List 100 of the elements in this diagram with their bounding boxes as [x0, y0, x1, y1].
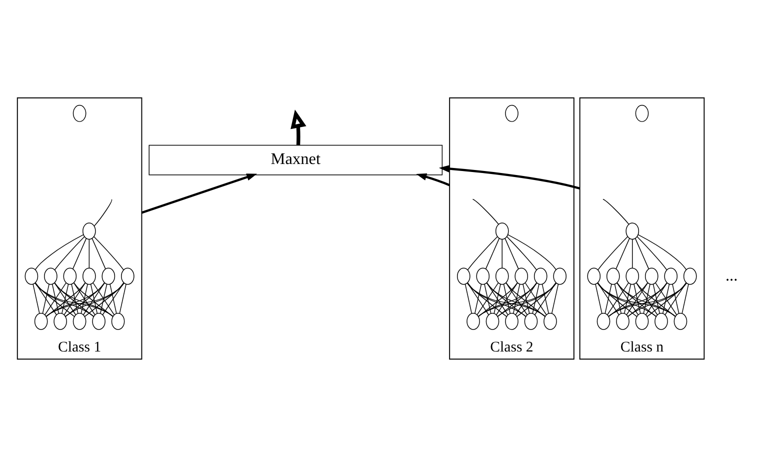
node-circle — [72, 312, 86, 330]
connector — [595, 284, 602, 314]
connector — [551, 284, 559, 314]
connector — [88, 238, 90, 268]
node-circle — [616, 312, 630, 330]
connector — [102, 282, 124, 315]
node-circle — [54, 312, 67, 330]
cluster: Class 1 — [16, 97, 142, 360]
arrow — [416, 173, 450, 186]
connector — [46, 282, 105, 317]
node-circle — [495, 268, 509, 285]
connector — [662, 284, 670, 314]
cluster: Class n — [579, 97, 705, 360]
node-circle — [24, 268, 38, 285]
node-circle — [587, 268, 601, 285]
connector — [486, 282, 546, 317]
node-circle — [34, 312, 48, 330]
node-circle — [654, 312, 668, 330]
connector — [46, 282, 86, 317]
connector — [608, 282, 648, 317]
connector — [636, 282, 658, 315]
connector — [532, 284, 540, 314]
connector — [34, 282, 94, 317]
connector — [602, 198, 630, 225]
connector — [664, 282, 686, 315]
connector — [32, 284, 40, 314]
connector — [525, 282, 547, 315]
node-circle — [606, 268, 620, 285]
connector — [484, 284, 492, 314]
connector — [614, 284, 622, 314]
connector — [485, 238, 500, 270]
connector — [119, 284, 126, 314]
cluster: Class 2 — [449, 97, 574, 360]
connector — [503, 284, 510, 314]
connector — [110, 284, 117, 314]
connector — [504, 238, 519, 270]
connector — [513, 284, 520, 314]
connector — [646, 282, 668, 315]
connector — [655, 282, 677, 315]
connector — [42, 284, 50, 314]
node-circle — [102, 268, 116, 285]
connector — [83, 282, 105, 315]
connector — [54, 282, 76, 315]
connector — [92, 238, 106, 270]
connector — [597, 282, 656, 317]
connector — [65, 282, 105, 317]
connector — [52, 284, 60, 314]
connector — [478, 282, 557, 317]
connector — [44, 282, 66, 315]
connector — [478, 282, 538, 317]
connector — [54, 236, 85, 270]
connector — [466, 282, 546, 317]
connector — [506, 282, 546, 317]
connector — [474, 284, 482, 314]
node-circle — [495, 222, 509, 240]
arrow — [438, 165, 580, 190]
arrow — [290, 110, 306, 146]
node-circle — [553, 268, 567, 285]
connector — [100, 284, 108, 314]
connector — [35, 234, 84, 270]
node-circle — [82, 222, 96, 240]
connector — [71, 284, 78, 314]
connector — [628, 282, 687, 317]
connector — [598, 282, 638, 317]
connector — [508, 234, 556, 270]
node-circle — [534, 268, 548, 285]
connector — [616, 282, 656, 317]
connector — [643, 284, 650, 314]
connector — [497, 282, 537, 317]
node-circle — [544, 312, 557, 330]
connector — [65, 282, 124, 317]
connector — [542, 284, 549, 314]
node-box: Maxnet — [148, 144, 443, 176]
connector — [628, 282, 668, 317]
node-circle — [92, 312, 106, 330]
connector — [54, 282, 114, 317]
connector — [682, 284, 689, 314]
arrow — [141, 174, 258, 214]
connector — [604, 284, 612, 314]
connector — [624, 284, 632, 314]
node-circle — [635, 104, 649, 122]
connector — [74, 282, 114, 317]
node-circle — [674, 312, 688, 330]
connector — [467, 282, 489, 315]
node-circle — [72, 104, 86, 122]
node-circle — [505, 104, 518, 122]
connector — [74, 282, 96, 315]
connector — [467, 236, 498, 270]
connector — [672, 284, 680, 314]
connector — [467, 282, 507, 317]
connector — [34, 282, 114, 317]
connector — [608, 282, 687, 317]
connector — [638, 234, 687, 270]
connector — [616, 282, 676, 317]
connector — [84, 282, 124, 317]
connector — [632, 238, 633, 268]
connector — [646, 282, 686, 317]
connector — [472, 198, 499, 225]
connector — [476, 282, 498, 315]
node-circle — [664, 268, 678, 285]
